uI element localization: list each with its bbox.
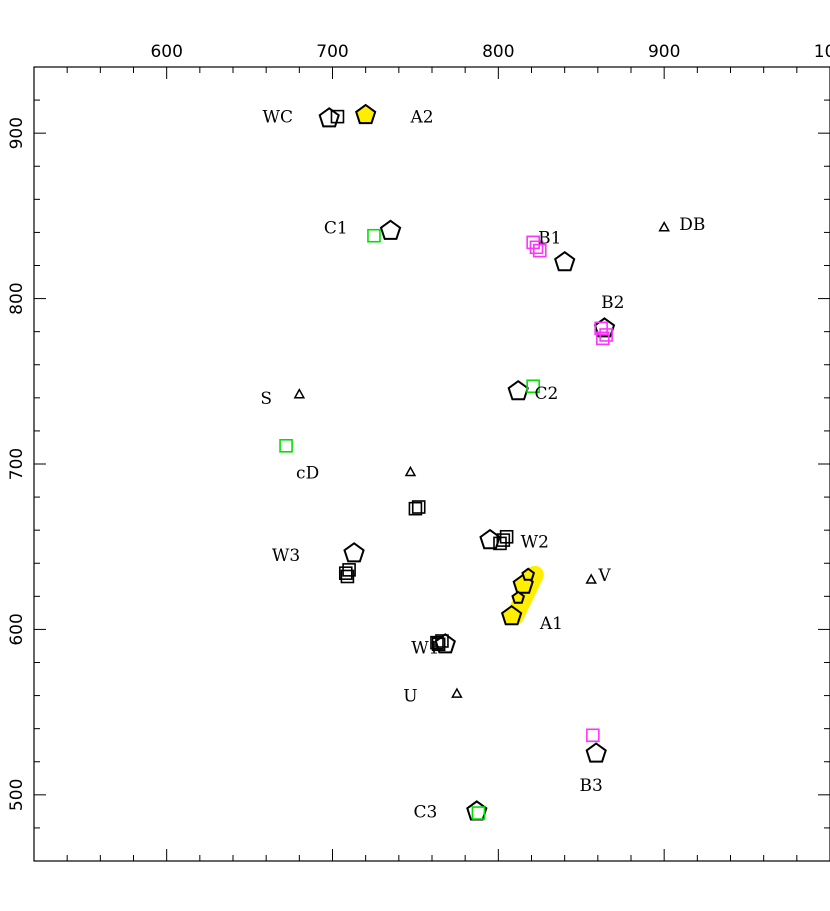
square-marker (529, 240, 544, 255)
pentagon-marker (466, 800, 488, 821)
triangle-marker (293, 388, 306, 399)
x-tick-label: 100 (814, 42, 830, 62)
point-label: W3 (272, 546, 300, 566)
x-tick-label: 700 (316, 42, 348, 62)
point-label: cD (296, 463, 319, 483)
pentagon-marker (521, 567, 536, 581)
square-marker (411, 500, 426, 514)
point-label: A2 (410, 108, 434, 128)
square-marker (367, 228, 381, 243)
square-marker (599, 328, 613, 342)
square-marker (596, 331, 610, 346)
square-marker (493, 536, 507, 551)
point-label: V (597, 566, 611, 586)
triangle-marker (404, 465, 417, 477)
pentagon-marker (507, 379, 529, 401)
pentagon-marker (434, 633, 456, 654)
y-tick-label: 500 (7, 779, 27, 811)
point-label: A1 (539, 614, 563, 634)
square-marker (330, 109, 345, 124)
point-label: S (260, 389, 272, 409)
y-tick-label: 700 (7, 448, 27, 480)
y-tick-label: 800 (7, 282, 27, 314)
pentagon-marker (343, 542, 365, 563)
y-tick-label: 600 (7, 613, 27, 645)
plot-frame (33, 66, 830, 862)
marker-layer (279, 103, 670, 821)
point-label: C1 (324, 218, 348, 238)
pentagon-marker (500, 604, 523, 626)
point-label: U (403, 687, 417, 707)
axis-ticks: 600 700 800 900 100 500 600 700 800 900 (7, 42, 830, 861)
point-label: WC (263, 108, 293, 128)
point-label: C2 (535, 384, 559, 404)
pentagon-marker (379, 219, 402, 240)
square-marker (431, 637, 446, 652)
square-marker (430, 635, 444, 650)
point-label: W1 (411, 639, 439, 659)
point-label: B2 (601, 293, 624, 313)
square-marker (408, 501, 423, 516)
pentagon-marker (554, 250, 576, 272)
triangle-marker (451, 687, 463, 698)
x-tick-label: 900 (648, 42, 680, 62)
square-marker (586, 728, 600, 743)
triangle-marker (585, 573, 597, 584)
x-tick-label: 800 (482, 42, 514, 62)
square-marker (435, 634, 449, 648)
point-label: W2 (521, 533, 549, 553)
point-label: C3 (413, 802, 437, 822)
pentagon-marker (585, 742, 607, 763)
square-marker (340, 569, 355, 584)
point-label: B3 (580, 776, 603, 796)
pentagon-marker (318, 107, 340, 128)
point-label: DB (679, 215, 705, 235)
square-marker (526, 379, 540, 394)
point-label: B1 (538, 228, 561, 248)
pentagon-marker (593, 317, 616, 338)
pentagon-marker (511, 590, 526, 604)
pentagon-marker (355, 103, 377, 125)
square-marker (279, 439, 293, 453)
square-marker (338, 566, 353, 580)
x-tick-label: 600 (150, 42, 182, 62)
square-marker (496, 533, 511, 547)
square-marker (532, 243, 547, 258)
square-marker (471, 806, 486, 820)
triangle-marker (658, 221, 670, 232)
y-tick-label: 900 (7, 117, 27, 149)
